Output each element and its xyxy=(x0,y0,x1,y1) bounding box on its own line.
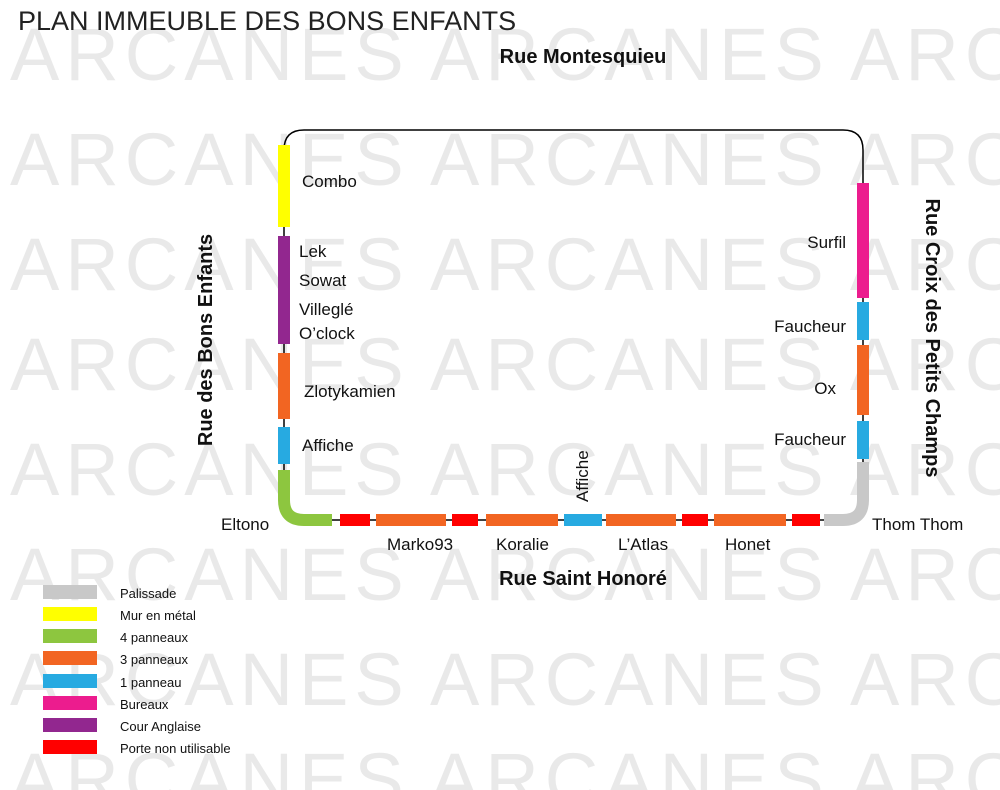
segment-1p-faucheur-1 xyxy=(857,302,869,340)
legend-label-palissade: Palissade xyxy=(120,586,176,601)
segment-porte-2 xyxy=(452,514,478,526)
watermark-r8c3: ARCANES xyxy=(850,738,1000,790)
label-sowat: Sowat xyxy=(299,271,347,290)
legend-swatch-cour-anglaise xyxy=(43,718,97,732)
legend-label-bureaux: Bureaux xyxy=(120,697,169,712)
watermark-r1c2: ARCANES xyxy=(430,13,830,96)
label-villegle: Villeglé xyxy=(299,300,354,319)
watermark-r3c2: ARCANES xyxy=(430,223,830,306)
segment-3p-zlotykamien xyxy=(278,353,290,419)
building-outline xyxy=(283,129,864,510)
watermark-r6c3: ARCANES xyxy=(850,533,1000,616)
label-combo: Combo xyxy=(302,172,357,191)
legend-swatch-metal xyxy=(43,607,97,621)
watermark-r3c3: ARCANES xyxy=(850,223,1000,306)
legend-label-porte: Porte non utilisable xyxy=(120,741,231,756)
legend-label-1-panneau: 1 panneau xyxy=(120,675,181,690)
legend-swatch-3-panneaux xyxy=(43,651,97,665)
label-faucheur-2: Faucheur xyxy=(774,430,846,449)
label-latlas: L’Atlas xyxy=(618,535,668,554)
label-affiche-south: Affiche xyxy=(573,450,592,502)
segment-porte-3 xyxy=(682,514,708,526)
watermark-r6c1: ARCANES xyxy=(10,533,410,616)
legend-swatch-palissade xyxy=(43,585,97,599)
watermark-r2c1: ARCANES xyxy=(10,118,410,201)
segment-1p-affiche-west xyxy=(278,427,290,464)
segment-1p-affiche-south xyxy=(564,514,602,526)
legend-swatch-1-panneau xyxy=(43,674,97,688)
legend-label-4-panneaux: 4 panneaux xyxy=(120,630,188,645)
watermark-r5c2: ARCANES xyxy=(430,428,830,511)
legend-swatch-porte xyxy=(43,740,97,754)
watermark-r5c3: ARCANES xyxy=(850,428,1000,511)
legend-label-cour-anglaise: Cour Anglaise xyxy=(120,719,201,734)
label-honet: Honet xyxy=(725,535,771,554)
watermark-r1c1: ARCANES xyxy=(10,13,410,96)
label-lek: Lek xyxy=(299,242,327,261)
label-ox: Ox xyxy=(814,379,836,398)
page-title: PLAN IMMEUBLE DES BONS ENFANTS xyxy=(18,6,516,36)
street-north: Rue Montesquieu xyxy=(500,46,667,68)
legend-label-metal: Mur en métal xyxy=(120,608,196,623)
segment-3p-latlas xyxy=(606,514,676,526)
watermark-r7c2: ARCANES xyxy=(430,638,830,721)
watermark-r4c1: ARCANES xyxy=(10,323,410,406)
legend: Palissade Mur en métal 4 panneaux 3 pann… xyxy=(43,585,231,756)
watermark-r8c2: ARCANES xyxy=(430,738,830,790)
street-west: Rue des Bons Enfants xyxy=(195,234,217,446)
segment-3p-koralie xyxy=(486,514,558,526)
street-south: Rue Saint Honoré xyxy=(499,568,667,590)
label-eltono: Eltono xyxy=(221,515,269,534)
segment-3p-ox xyxy=(857,345,869,415)
watermark-r7c3: ARCANES xyxy=(850,638,1000,721)
segment-3p-honet xyxy=(714,514,786,526)
label-marko93: Marko93 xyxy=(387,535,453,554)
watermark-r2c2: ARCANES xyxy=(430,118,830,201)
segment-cour-anglaise xyxy=(278,236,290,344)
legend-swatch-4-panneaux xyxy=(43,629,97,643)
segment-3p-marko93 xyxy=(376,514,446,526)
legend-label-3-panneaux: 3 panneaux xyxy=(120,652,188,667)
label-thomthom: Thom Thom xyxy=(872,515,963,534)
label-zlotykamien: Zlotykamien xyxy=(304,382,396,401)
label-oclock: O’clock xyxy=(299,324,355,343)
watermark-r4c3: ARCANES xyxy=(850,323,1000,406)
segment-4p-eltono xyxy=(278,470,332,526)
segment-porte-4 xyxy=(792,514,820,526)
segment-palissade-thomthom xyxy=(824,462,869,526)
watermark-r5c1: ARCANES xyxy=(10,428,410,511)
watermark-r1c3: ARCANES xyxy=(850,13,1000,96)
watermark-layer: ARCANES ARCANES ARCANES ARCANES ARCANES … xyxy=(10,13,1000,790)
label-surfil: Surfil xyxy=(807,233,846,252)
watermark-r4c2: ARCANES xyxy=(430,323,830,406)
segment-1p-faucheur-2 xyxy=(857,421,869,459)
label-faucheur-1: Faucheur xyxy=(774,317,846,336)
street-east: Rue Croix des Petits Champs xyxy=(921,199,943,478)
segment-bureaux-surfil xyxy=(857,183,869,298)
watermark-r6c2: ARCANES xyxy=(430,533,830,616)
label-koralie: Koralie xyxy=(496,535,549,554)
segment-porte-1 xyxy=(340,514,370,526)
segment-metal-combo xyxy=(278,145,290,227)
label-affiche-west: Affiche xyxy=(302,436,354,455)
watermark-r3c1: ARCANES xyxy=(10,223,410,306)
watermark-r2c3: ARCANES xyxy=(850,118,1000,201)
legend-swatch-bureaux xyxy=(43,696,97,710)
